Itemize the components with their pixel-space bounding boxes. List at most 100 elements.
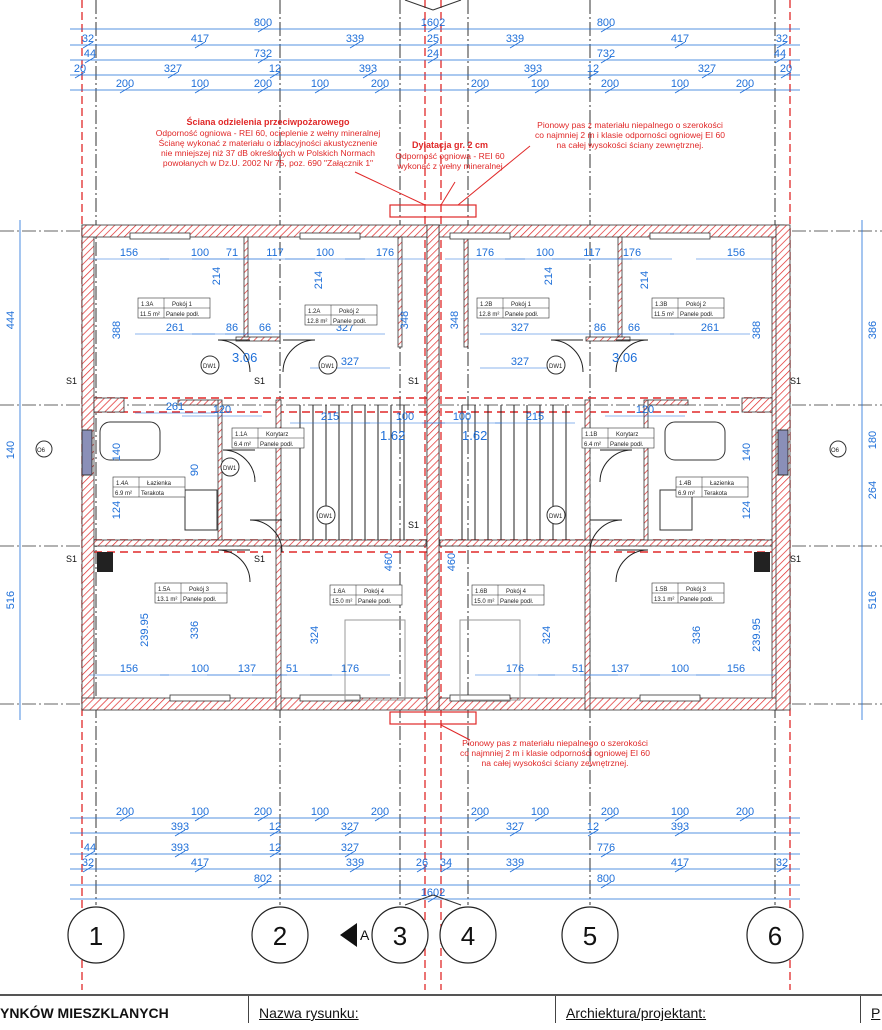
axis-label: 6 bbox=[768, 921, 782, 951]
note-line: Pionowy pas z materiału niepalnego o sze… bbox=[462, 738, 648, 748]
dimension-label: 44 bbox=[84, 842, 96, 854]
dimension-label: 32 bbox=[776, 33, 788, 45]
title-block-architect: Archiektura/projektant: bbox=[555, 996, 860, 1023]
dimension-label: 20 bbox=[780, 63, 792, 75]
dimension-tick bbox=[674, 41, 686, 49]
dimension-tick bbox=[427, 895, 439, 903]
dimension-tick bbox=[774, 56, 786, 64]
note-line: Ścianę wykonać z materiału o izolacyjnoś… bbox=[159, 137, 378, 148]
tag-label: DW1 bbox=[203, 364, 217, 370]
room-finish: Panele podł. bbox=[505, 312, 539, 318]
axis-label: 4 bbox=[461, 921, 475, 951]
dimension-tick bbox=[600, 25, 612, 33]
axis-pointer bbox=[404, 0, 434, 11]
dimension-label: 137 bbox=[611, 663, 629, 675]
dimension-label: 100 bbox=[191, 247, 209, 259]
axis-circle bbox=[439, 906, 497, 964]
last-cell-label: P bbox=[871, 1005, 881, 1021]
dimension-label: 100 bbox=[453, 411, 471, 423]
dimension-label: 124 bbox=[111, 501, 123, 519]
wall bbox=[177, 399, 219, 406]
dimension-label: 348 bbox=[399, 311, 411, 329]
room-id: 1.2A bbox=[308, 309, 320, 315]
dimension-label: 100 bbox=[531, 806, 549, 818]
note-line: Pionowy pas z materiału niepalnego o sze… bbox=[537, 120, 723, 130]
dimension-tick bbox=[600, 56, 612, 64]
dimension-tick bbox=[374, 86, 386, 94]
dimension-label: 100 bbox=[311, 806, 329, 818]
room-id: 1.1B bbox=[585, 432, 597, 438]
tag-label: S1 bbox=[408, 376, 419, 386]
door-swing bbox=[615, 549, 649, 583]
dimension-tick bbox=[119, 814, 131, 822]
dimension-tick bbox=[174, 850, 186, 858]
note-line: wykonać z wełny mineralnej bbox=[396, 161, 502, 171]
tag-circle bbox=[220, 457, 240, 477]
axis-pointer bbox=[404, 894, 434, 906]
room-name: Pokój 2 bbox=[686, 302, 707, 308]
room-finish: Terakota bbox=[141, 491, 165, 497]
room-id: 1.1A bbox=[235, 432, 247, 438]
window bbox=[129, 232, 191, 240]
dimension-tick bbox=[194, 865, 206, 873]
dimension-label: 124 bbox=[741, 501, 753, 519]
dimension-label: 417 bbox=[671, 33, 689, 45]
note-line: co najmniej 2 m i klasie odporności ogni… bbox=[535, 130, 725, 140]
room-name: Pokój 1 bbox=[172, 302, 193, 308]
dimension-tick bbox=[587, 71, 599, 79]
tag-label: S1 bbox=[790, 554, 801, 564]
dimension-label: 215 bbox=[321, 411, 339, 423]
note-leader bbox=[440, 181, 456, 206]
dimension-lines bbox=[19, 25, 863, 903]
note-line: co najmniej 2 m i klasie odporności ogni… bbox=[460, 748, 650, 758]
note-leader bbox=[440, 724, 471, 741]
architect-label: Archiektura/projektant: bbox=[566, 1005, 707, 1021]
dimension-label: 388 bbox=[111, 321, 123, 339]
bathtub bbox=[99, 421, 161, 461]
dimension-label: 261 bbox=[701, 322, 719, 334]
dimension-label: 1602 bbox=[421, 17, 445, 29]
dimension-label: 86 bbox=[594, 322, 606, 334]
dimension-label: 100 bbox=[191, 806, 209, 818]
room-name: Korytarz bbox=[616, 432, 638, 438]
room-id: 1.4A bbox=[116, 481, 128, 487]
dimension-label: 388 bbox=[751, 321, 763, 339]
dimension-label: 66 bbox=[259, 322, 271, 334]
dimension-label: 444 bbox=[5, 311, 17, 329]
tag-label: S1 bbox=[790, 376, 801, 386]
dimension-label: 800 bbox=[254, 17, 272, 29]
axis-circle bbox=[746, 906, 804, 964]
window bbox=[299, 694, 361, 702]
tag-label: DW1 bbox=[549, 514, 563, 520]
wall bbox=[741, 397, 773, 413]
dimension-label: 264 bbox=[867, 481, 879, 499]
dimension-label: 86 bbox=[226, 322, 238, 334]
wall bbox=[585, 336, 631, 342]
tag-circle bbox=[200, 355, 220, 375]
dimension-tick bbox=[74, 71, 86, 79]
dimension-tick bbox=[534, 86, 546, 94]
level-mark: 3.06 bbox=[232, 350, 257, 365]
room-finish: Panele podł. bbox=[680, 312, 714, 318]
door-swing bbox=[217, 549, 251, 583]
dimension-label: 100 bbox=[396, 411, 414, 423]
dimension-label: 214 bbox=[543, 267, 555, 285]
dimension-label: 327 bbox=[506, 821, 524, 833]
dimension-tick bbox=[314, 86, 326, 94]
dimension-label: 327 bbox=[341, 842, 359, 854]
dimension-tick bbox=[701, 71, 713, 79]
dimension-tick bbox=[269, 829, 281, 837]
room-name: Pokój 4 bbox=[506, 589, 527, 595]
dimension-label: 120 bbox=[636, 404, 654, 416]
dimension-tick bbox=[257, 881, 269, 889]
dimension-tick bbox=[119, 86, 131, 94]
dimension-label: 24 bbox=[427, 48, 439, 60]
dimension-label: 214 bbox=[639, 271, 651, 289]
dimension-label: 51 bbox=[286, 663, 298, 675]
dimension-tick bbox=[416, 865, 428, 873]
dimension-label: 336 bbox=[691, 626, 703, 644]
axis-circle bbox=[67, 906, 125, 964]
